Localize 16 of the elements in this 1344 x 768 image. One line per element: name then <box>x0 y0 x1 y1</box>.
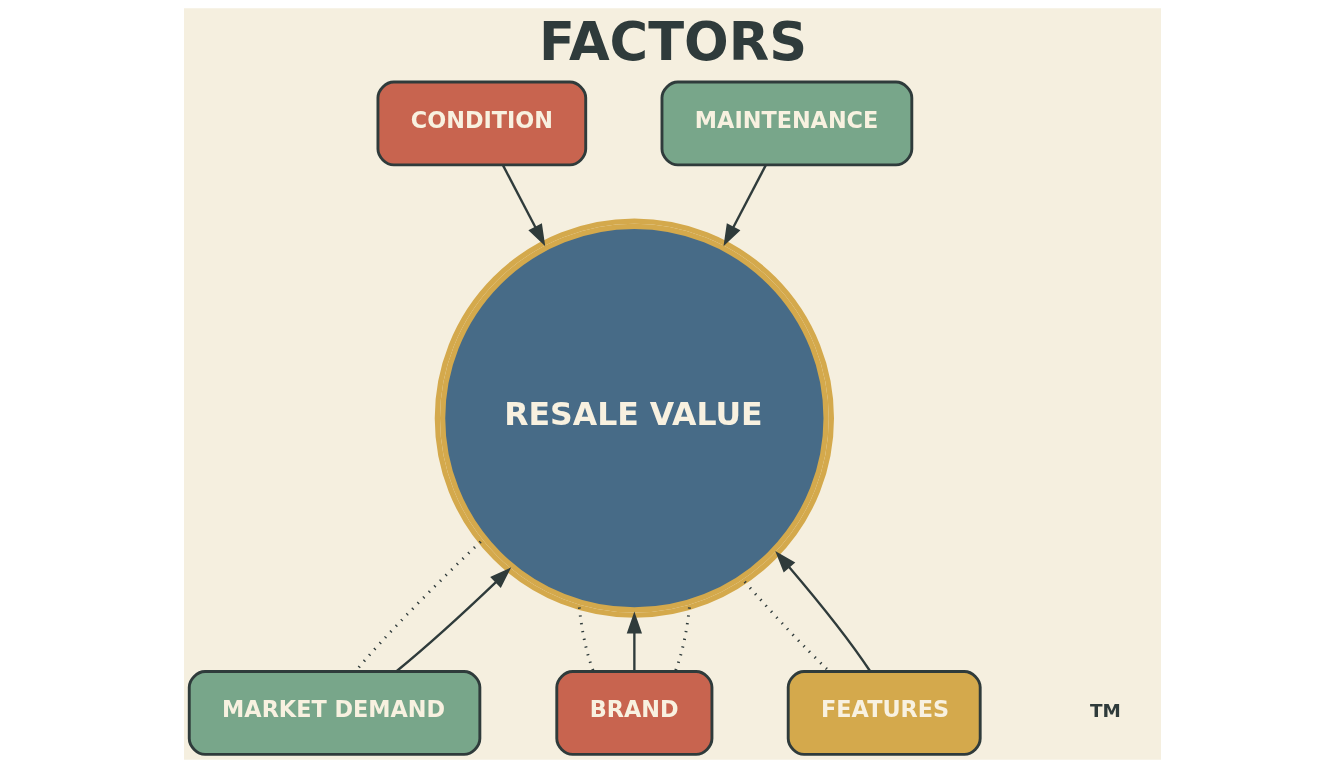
arrow <box>501 164 545 247</box>
node-box: FEATURES <box>786 670 982 756</box>
arrow <box>626 611 642 672</box>
arrow <box>395 567 511 673</box>
connector <box>577 607 595 672</box>
connector <box>673 607 691 672</box>
node-box: MAINTENANCE <box>660 80 913 167</box>
node-box: MARKET DEMAND <box>187 670 481 756</box>
node-box: BRAND <box>554 670 713 756</box>
diagram-title: FACTORS <box>538 10 807 72</box>
arrow <box>722 164 767 247</box>
arrow <box>774 550 871 673</box>
connector <box>743 580 830 673</box>
label: TM <box>1089 699 1121 721</box>
node-box: CONDITION <box>376 80 587 167</box>
node-circle: RESALE VALUE <box>434 218 834 618</box>
